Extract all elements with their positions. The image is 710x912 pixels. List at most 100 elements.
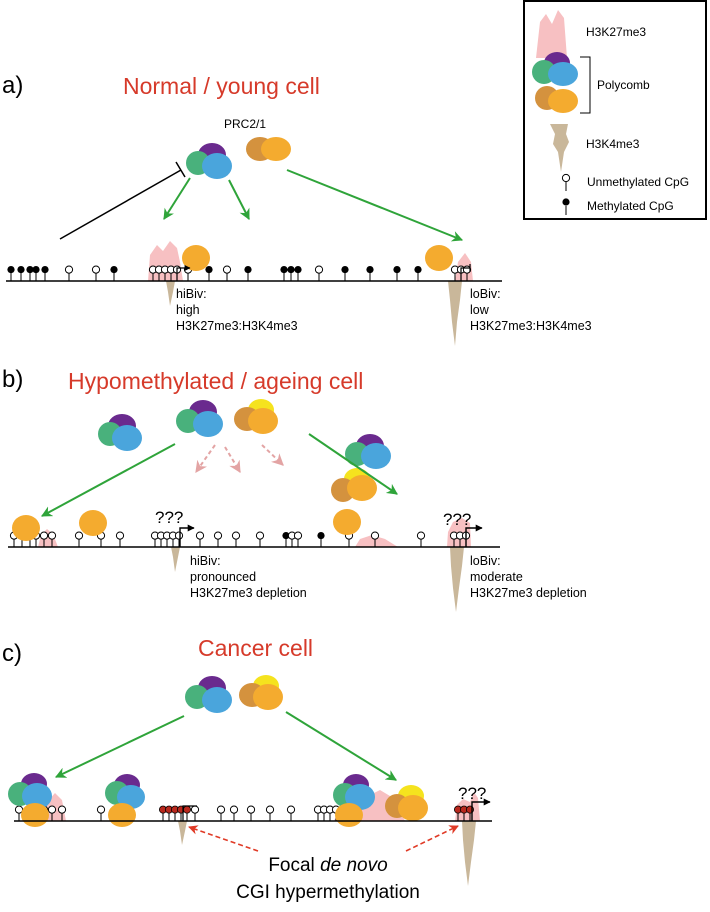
- methylated-cpg: [110, 266, 118, 281]
- cpg-track-a: [7, 265, 472, 281]
- polycomb-complex-b: [234, 399, 278, 434]
- unmethylated-cpg: [115, 531, 125, 547]
- unmethylated-cpg: [222, 265, 232, 281]
- hibiv-b-line3: H3K27me3 depletion: [190, 586, 307, 600]
- recruit-arrow: [286, 169, 464, 242]
- unmethylated-cpg: [47, 805, 57, 821]
- h3k4me3-peak: [450, 547, 464, 612]
- methylated-cpg: [282, 532, 290, 547]
- unmethylated-cpg: [216, 805, 226, 821]
- unmethylated-cpg: [314, 265, 324, 281]
- unmethylated-cpg-icon: [561, 173, 571, 191]
- unmethylated-cpg: [39, 531, 49, 547]
- recruit-arrow: [163, 177, 191, 220]
- unmethylated-cpg: [293, 531, 303, 547]
- prc-complex-c: [185, 676, 232, 713]
- lobiv-note-line3: H3K27me3:H3K4me3: [470, 319, 592, 333]
- methylated-cpg: [294, 266, 302, 281]
- footer-italic: de novo: [320, 855, 388, 876]
- unmethylated-cpg: [47, 531, 57, 547]
- methylated-cpg: [205, 266, 213, 281]
- panel-c-letter: c): [2, 640, 22, 667]
- unmethylated-cpg: [370, 531, 380, 547]
- h3k4me3-peak: [178, 821, 187, 845]
- reduced-recruit-arrow: [195, 444, 216, 473]
- panel-a: a) Normal / young cell PRC2/1: [2, 72, 592, 346]
- recruit-arrow: [41, 443, 176, 517]
- methylated-cpg: [366, 266, 374, 281]
- polycomb-legend-icon: [532, 52, 578, 113]
- h3k4me3-peak: [462, 821, 476, 886]
- tss-arrow: [471, 798, 491, 821]
- unmethylated-cpg: [246, 805, 256, 821]
- bound-polycomb-left-2: [105, 774, 145, 827]
- unmethylated-cpg: [455, 531, 465, 547]
- recruit-arrow: [55, 715, 185, 778]
- red-methylated-cpg: [182, 805, 191, 821]
- panel-c: c) Cancer cell: [2, 635, 492, 903]
- recruit-arrow: [228, 179, 250, 220]
- unmethylated-cpg: [57, 805, 67, 821]
- bound-polycomb-right-2: [385, 785, 428, 821]
- tss-arrow: [179, 524, 195, 547]
- legend-unmeth-label: Unmethylated CpG: [587, 175, 689, 189]
- legend-k4-label: H3K4me3: [586, 137, 640, 151]
- legend-k27-label: H3K27me3: [586, 25, 646, 39]
- unmethylated-cpg: [174, 531, 184, 547]
- hibiv-note-line1: hiBiv:: [176, 287, 207, 301]
- unmethylated-cpg: [150, 531, 160, 547]
- unmethylated-cpg: [286, 805, 296, 821]
- prc-label: PRC2/1: [224, 117, 266, 131]
- methylated-cpg: [393, 266, 401, 281]
- reduced-recruit-arrow: [224, 446, 241, 474]
- unmethylated-cpg: [91, 265, 101, 281]
- polycomb-complex-c: [239, 675, 283, 710]
- legend-meth-label: Methylated CpG: [587, 199, 674, 213]
- h3k4me3-peak: [171, 547, 180, 572]
- hibiv-note-line3: H3K27me3:H3K4me3: [176, 319, 298, 333]
- panel-a-title: Normal / young cell: [123, 73, 320, 99]
- methylated-cpg: [7, 266, 15, 281]
- cpg-track-c: [14, 805, 474, 821]
- red-methylated-cpg: [459, 805, 468, 821]
- panel-b-title: Hypomethylated / ageing cell: [68, 368, 363, 394]
- lobiv-b-line3: H3K27me3 depletion: [470, 586, 587, 600]
- footer-prefix: Focal: [268, 855, 320, 876]
- hypermethylation-arrow: [405, 825, 459, 852]
- methylated-cpg: [32, 266, 40, 281]
- unmethylated-cpg: [64, 265, 74, 281]
- lobiv-note-line1: loBiv:: [470, 287, 501, 301]
- methylated-cpg: [280, 266, 288, 281]
- legend: H3K27me3 Polycomb H3K4me3 Unmethylated C…: [523, 0, 707, 220]
- unmethylated-cpg: [74, 531, 84, 547]
- hypermethylation-arrow: [188, 825, 259, 852]
- panel-b: b) Hypomethylated / ageing cell: [2, 366, 587, 612]
- lobiv-b-line2: moderate: [470, 570, 523, 584]
- footer-line2: CGI hypermethylation: [236, 882, 420, 903]
- hibiv-note-line2: high: [176, 303, 200, 317]
- tss-arrow: [460, 264, 471, 281]
- bound-polycomb: [79, 510, 107, 536]
- unmethylated-cpg: [160, 265, 170, 281]
- inhibition-line: [59, 169, 182, 240]
- bound-polycomb: [12, 515, 40, 541]
- methylated-cpg: [341, 266, 349, 281]
- unmethylated-cpg: [255, 531, 265, 547]
- lobiv-note-line2: low: [470, 303, 490, 317]
- methylated-cpg-icon: [562, 198, 570, 215]
- unmethylated-cpg: [231, 531, 241, 547]
- recruit-arrow: [285, 711, 397, 781]
- unmethylated-cpg: [96, 805, 106, 821]
- free-polycomb-left: [98, 414, 142, 451]
- prc-complex-b: [176, 400, 223, 437]
- panel-b-letter: b): [2, 366, 23, 393]
- question-left-b: ???: [155, 508, 183, 527]
- hibiv-b-line1: hiBiv:: [190, 554, 221, 568]
- hibiv-b-line2: pronounced: [190, 570, 256, 584]
- unmethylated-cpg: [229, 805, 239, 821]
- cpg-track-b: [9, 531, 471, 547]
- prc-complex: [186, 143, 232, 179]
- panel-a-letter: a): [2, 72, 23, 99]
- methylated-cpg: [17, 266, 25, 281]
- legend-polycomb-label: Polycomb: [597, 78, 650, 92]
